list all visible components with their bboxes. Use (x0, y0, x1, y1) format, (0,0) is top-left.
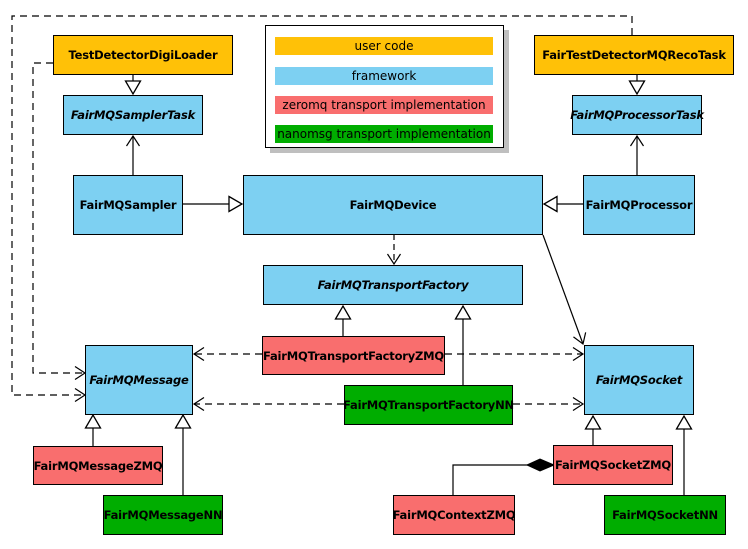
node-fairmqtransportfactory: FairMQTransportFactory (263, 265, 523, 305)
edge-digiloader-message-dependency (32, 62, 87, 381)
node-fairmqsocketnn: FairMQSocketNN (604, 495, 726, 535)
node-fairmqsamplertask: FairMQSamplerTask (63, 95, 203, 135)
node-fairmqtransportfactoryzmq: FairMQTransportFactoryZMQ (262, 336, 445, 375)
edge-recotask-message-dependency (11, 15, 633, 403)
node-fairmqtransportfactorynn: FairMQTransportFactoryNN (343, 385, 514, 425)
legend: user code framework zeromq transport imp… (265, 25, 504, 148)
node-fairmqmessage: FairMQMessage (85, 345, 193, 415)
legend-label-zeromq: zeromq transport implementation (282, 98, 486, 112)
node-fairtestdetectormqrecotask: FairTestDetectorMQRecoTask (534, 35, 734, 75)
legend-label-user-code: user code (354, 39, 414, 53)
legend-label-nanomsg: nanomsg transport implementation (277, 127, 491, 141)
legend-item-user-code: user code (275, 37, 493, 55)
edge-device-socket-association (542, 234, 587, 346)
legend-item-zeromq: zeromq transport implementation (275, 96, 493, 114)
node-fairmqsocket: FairMQSocket (584, 345, 694, 415)
node-fairmqprocessortask: FairMQProcessorTask (570, 95, 704, 135)
composition-diamond (525, 458, 556, 472)
node-fairmqcontextzmq: FairMQContextZMQ (393, 495, 516, 535)
legend-item-nanomsg: nanomsg transport implementation (275, 125, 493, 143)
node-fairmqsocketzmq: FairMQSocketZMQ (553, 445, 673, 485)
legend-label-framework: framework (351, 69, 417, 83)
edge-contextzmq-socketzmq-composition (452, 464, 528, 495)
node-fairmqsampler: FairMQSampler (73, 175, 183, 235)
node-fairmqprocessor: FairMQProcessor (583, 175, 695, 235)
node-fairmqdevice: FairMQDevice (243, 175, 543, 235)
node-fairmqmessagezmq: FairMQMessageZMQ (33, 446, 163, 485)
legend-item-framework: framework (275, 67, 493, 85)
node-testdetectordigiloader: TestDetectorDigiLoader (53, 35, 233, 75)
node-fairmqmessagenn: FairMQMessageNN (103, 495, 223, 535)
